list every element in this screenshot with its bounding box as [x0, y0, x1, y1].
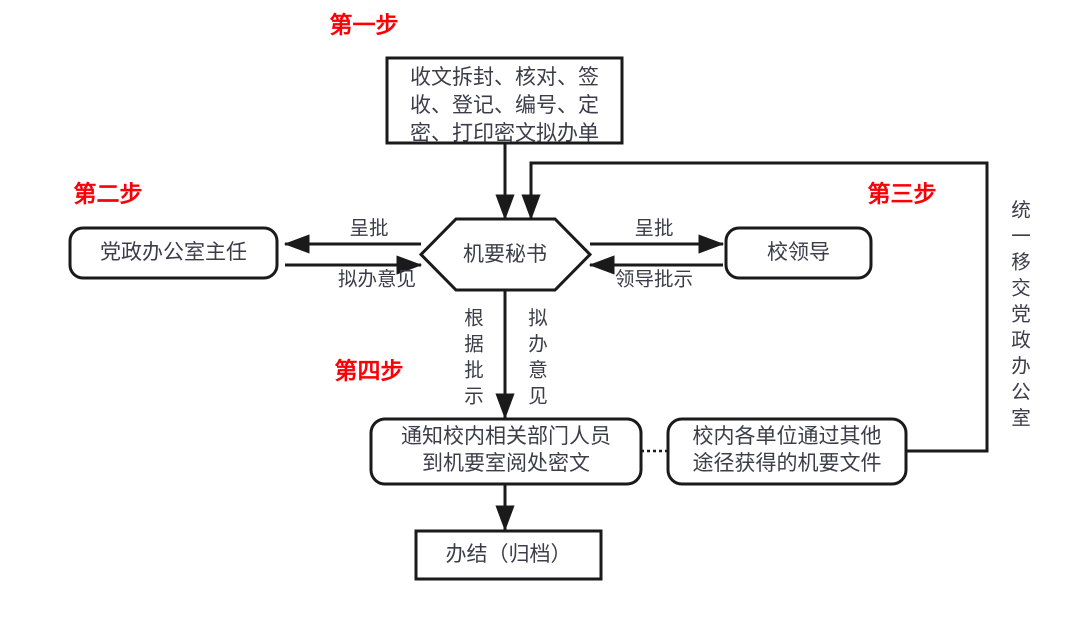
node-intake[interactable]: 收文拆封、核对、签 收、登记、编号、定 密、打印密文拟办单	[385, 56, 624, 145]
step-label-2: 第二步	[74, 180, 143, 206]
svg-text:政: 政	[1011, 329, 1031, 351]
node-finish[interactable]: 办结（归档）	[414, 529, 603, 581]
node-other-channels[interactable]: 校内各单位通过其他 途径获得的机要文件	[666, 417, 908, 486]
svg-text:办: 办	[528, 333, 548, 355]
notify-line-1: 通知校内相关部门人员	[401, 424, 611, 448]
step-label-1: 第一步	[330, 11, 399, 37]
node-notify[interactable]: 通知校内相关部门人员 到机要室阅处密文	[369, 417, 643, 486]
finish-label: 办结（归档）	[446, 542, 572, 566]
edge-other-channels-to-secretary	[521, 161, 989, 453]
svg-text:办: 办	[1011, 355, 1031, 377]
svg-text:批: 批	[464, 359, 484, 381]
svg-text:党: 党	[1011, 303, 1031, 325]
node-school-leader[interactable]: 校领导	[724, 226, 873, 280]
edge-label-proposal-left: 拟办意见	[338, 268, 416, 290]
other-channels-line-1: 校内各单位通过其他	[693, 424, 882, 448]
edge-secretary-to-leader	[588, 234, 725, 275]
intake-line-1: 收文拆封、核对、签	[410, 65, 599, 89]
svg-text:根: 根	[464, 307, 484, 329]
intake-line-2: 收、登记、编号、定	[410, 93, 599, 117]
other-channels-line-2: 途径获得的机要文件	[693, 451, 882, 475]
step-label-4: 第四步	[335, 357, 404, 383]
svg-text:意: 意	[528, 359, 548, 381]
svg-text:据: 据	[464, 333, 484, 355]
node-secretary[interactable]: 机要秘书	[418, 217, 593, 292]
svg-text:拟: 拟	[528, 307, 548, 329]
secretary-label: 机要秘书	[463, 242, 547, 266]
intake-line-3: 密、打印密文拟办单	[410, 121, 599, 145]
svg-text:室: 室	[1011, 407, 1031, 429]
svg-text:示: 示	[464, 386, 484, 407]
edge-label-submit-right: 呈批	[634, 217, 673, 239]
node-office-director[interactable]: 党政办公室主任	[68, 226, 279, 280]
svg-text:移: 移	[1011, 251, 1031, 273]
svg-text:公: 公	[1011, 382, 1031, 403]
office-director-label: 党政办公室主任	[100, 240, 247, 264]
svg-text:一: 一	[1011, 226, 1031, 247]
step-label-3: 第三步	[868, 180, 937, 206]
notify-line-2: 到机要室阅处密文	[422, 451, 590, 475]
school-leader-label: 校领导	[767, 240, 830, 264]
svg-text:见: 见	[528, 386, 548, 407]
edge-secretary-to-director	[283, 234, 423, 275]
edge-label-submit-left: 呈批	[349, 217, 388, 239]
svg-text:交: 交	[1011, 277, 1031, 299]
edge-label-leader-instruction: 领导批示	[615, 268, 693, 290]
svg-text:统: 统	[1011, 199, 1031, 221]
edge-label-proposal-vertical: 拟办意见	[528, 307, 548, 407]
